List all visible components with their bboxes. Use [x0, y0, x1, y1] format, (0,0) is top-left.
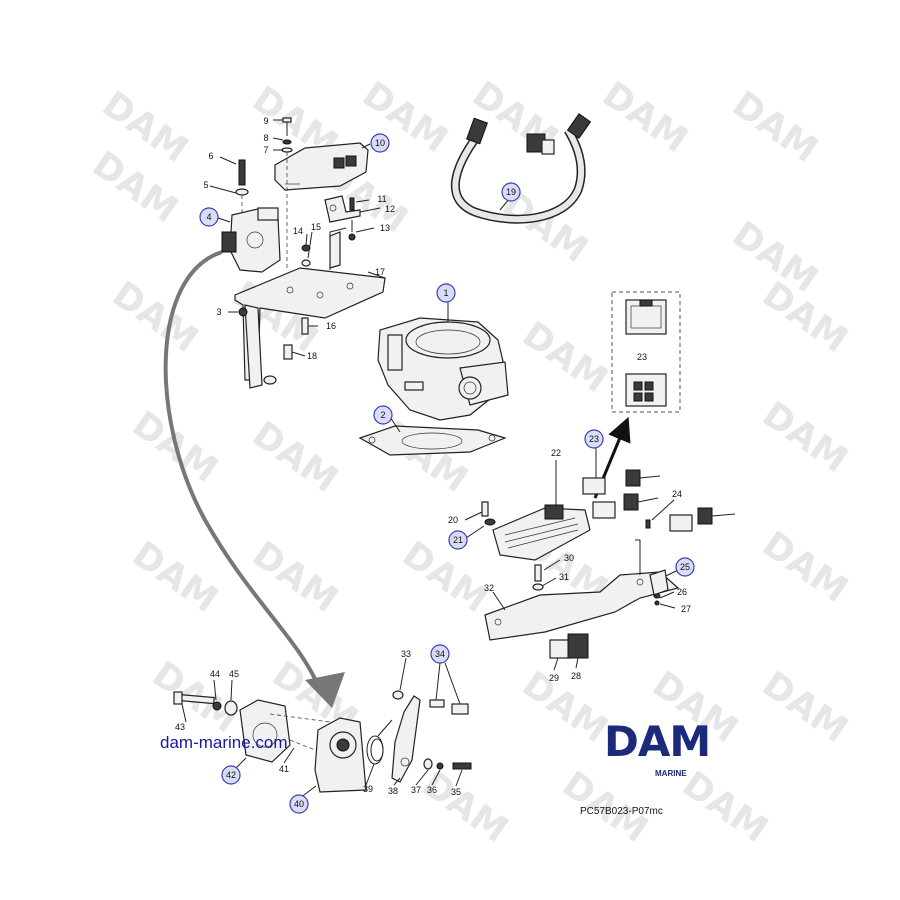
label-28: 28 [571, 671, 581, 681]
label-32: 32 [484, 583, 494, 593]
throttle-body [377, 317, 509, 421]
label-6: 6 [208, 151, 213, 161]
watermark: DAM [755, 394, 855, 481]
watermark: DAM [395, 534, 495, 621]
svg-text:10: 10 [375, 138, 385, 148]
label-11: 11 [377, 194, 386, 204]
callout-21: 21 [448, 530, 468, 550]
label-15: 15 [311, 222, 321, 232]
label-29: 29 [549, 673, 559, 683]
watermark: DAM [245, 534, 345, 621]
label-37: 37 [411, 785, 421, 795]
label-31: 31 [559, 572, 569, 582]
connection-arrow [163, 250, 322, 691]
svg-text:4: 4 [206, 212, 211, 222]
watermark: DAM [125, 534, 225, 621]
watermark: DAM [725, 84, 825, 171]
label-8: 8 [263, 133, 268, 143]
svg-text:21: 21 [453, 535, 463, 545]
label-45: 45 [229, 669, 239, 679]
watermark: DAM [355, 74, 455, 161]
label-39: 39 [363, 784, 373, 794]
label-12: 12 [385, 204, 395, 214]
watermark: DAM [515, 314, 615, 401]
watermark: DAM [755, 524, 855, 611]
leader-lines [181, 119, 683, 799]
callout-19: 19 [501, 182, 521, 202]
watermark: DAM [515, 664, 615, 751]
label-33: 33 [401, 649, 411, 659]
svg-text:40: 40 [294, 799, 304, 809]
callout-1: 1 [436, 283, 456, 303]
callout-4: 4 [199, 207, 219, 227]
label-43: 43 [175, 722, 185, 732]
svg-text:25: 25 [680, 562, 690, 572]
callout-34: 34 [430, 644, 450, 664]
website-text: dam-marine.com [160, 733, 288, 752]
label-9: 9 [263, 116, 268, 126]
callout-2: 2 [373, 405, 393, 425]
svg-text:42: 42 [226, 770, 236, 780]
label-16: 16 [326, 321, 336, 331]
label-5: 5 [203, 180, 208, 190]
watermark: DAM [595, 74, 695, 161]
callout-40: 40 [289, 794, 309, 814]
label-14: 14 [293, 226, 303, 236]
label-26: 26 [677, 587, 687, 597]
watermark: DAM [105, 274, 205, 361]
ecu-bracket-assembly [221, 117, 386, 389]
connector-detail-box [611, 291, 681, 413]
svg-text:23: 23 [589, 434, 599, 444]
label-17: 17 [375, 267, 385, 277]
callout-42: 42 [221, 765, 241, 785]
label-41: 41 [279, 764, 289, 774]
watermark: DAM [245, 414, 345, 501]
label-27: 27 [681, 604, 691, 614]
watermark: DAM [675, 764, 775, 851]
svg-text:2: 2 [380, 410, 385, 420]
svg-text:34: 34 [435, 649, 445, 659]
label-23-detail: 23 [637, 352, 647, 362]
callout-10: 10 [370, 133, 390, 153]
label-3: 3 [216, 307, 221, 317]
callout-25: 25 [675, 557, 695, 577]
label-24: 24 [672, 489, 682, 499]
watermark: DAM [755, 664, 855, 751]
logo-sub: MARINE [655, 769, 687, 778]
callout-23: 23 [584, 429, 604, 449]
reference-code: PC57B023-P07mc [580, 806, 663, 817]
svg-text:1: 1 [443, 288, 448, 298]
label-7: 7 [263, 145, 268, 155]
dam-marine-logo: DAM MARINE [604, 717, 711, 778]
label-35: 35 [451, 787, 461, 797]
label-44: 44 [210, 669, 220, 679]
part-labels: 6 5 9 8 7 3 11 12 13 14 15 16 17 18 20 2… [175, 116, 691, 797]
connection-arrowhead [305, 672, 345, 708]
gasket [358, 425, 507, 456]
label-36: 36 [427, 785, 437, 795]
label-20: 20 [448, 515, 458, 525]
label-22: 22 [551, 448, 561, 458]
logo-main: DAM [604, 717, 710, 766]
control-module-assembly [481, 469, 736, 659]
label-18: 18 [307, 351, 317, 361]
watermark: DAM [415, 764, 515, 851]
label-13: 13 [380, 223, 390, 233]
wiring-harness [450, 113, 592, 224]
lower-sensor-assembly [173, 690, 472, 793]
label-38: 38 [388, 786, 398, 796]
label-30: 30 [564, 553, 574, 563]
svg-text:19: 19 [506, 187, 516, 197]
